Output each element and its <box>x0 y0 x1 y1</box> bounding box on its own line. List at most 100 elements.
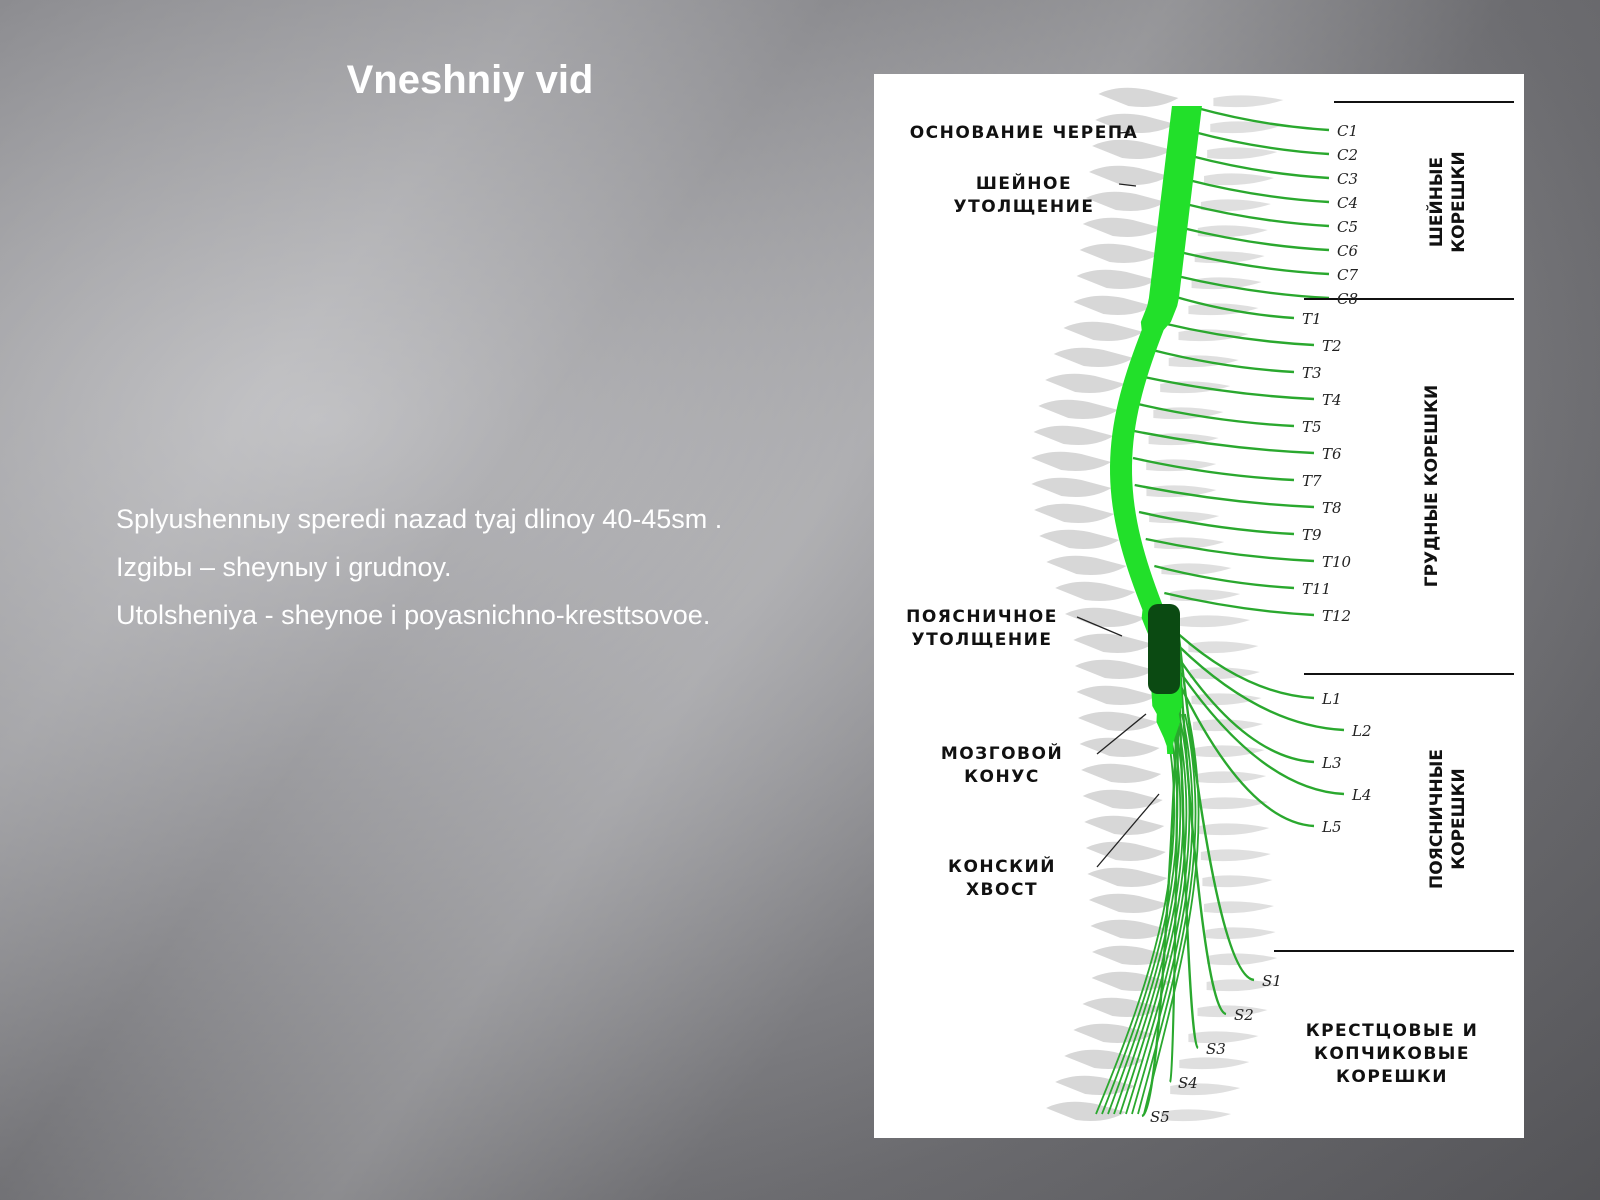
nerve-root <box>1161 321 1315 347</box>
leader-line <box>1076 616 1123 637</box>
vertebra-body <box>1039 529 1120 549</box>
region-label: ПОЯСНИЧНОЕ <box>906 607 1058 627</box>
root-label: S5 <box>1150 1108 1170 1126</box>
vertebra-process <box>1204 173 1275 186</box>
slide-title: Vneshniy vid <box>346 58 594 102</box>
root-label: T2 <box>1322 337 1342 355</box>
section-label: КОРЕШКИ <box>1449 151 1469 253</box>
spinal-cord-group <box>1110 106 1202 754</box>
vertebra-body <box>1085 191 1166 211</box>
leader-line <box>1118 183 1137 187</box>
vertebra-body <box>1079 737 1160 757</box>
cauda-strand <box>1107 713 1182 1115</box>
nerve-root <box>1137 402 1295 428</box>
vertebra-body <box>1038 399 1119 419</box>
bullet-list: Splyushennыy speredi nazad tyaj dlinoy 4… <box>116 498 756 642</box>
root-label: T12 <box>1322 607 1351 625</box>
bullet-item: Splyushennыy speredi nazad tyaj dlinoy 4… <box>116 504 723 534</box>
vertebra-body <box>1073 295 1154 315</box>
leader-line <box>1096 793 1160 868</box>
vertebra-body <box>1095 113 1176 133</box>
root-label: T5 <box>1302 418 1322 436</box>
root-label: T10 <box>1322 553 1352 571</box>
section-label: ШЕЙНЫЕ <box>1425 157 1447 247</box>
nerve-root <box>1132 456 1295 482</box>
nerve-root <box>1177 681 1315 828</box>
nerve-root <box>1188 178 1330 204</box>
vertebra-process <box>1170 589 1241 602</box>
cauda-strand <box>1095 713 1176 1115</box>
nerve-root <box>1133 429 1315 455</box>
vertebra-process <box>1207 147 1278 160</box>
root-label: C5 <box>1337 218 1358 236</box>
section-label: ПОЯСНИЧНЫЕ <box>1427 749 1447 889</box>
nerve-root <box>1185 202 1330 228</box>
vertebra-body <box>1087 867 1168 887</box>
vertebra-process <box>1188 641 1259 654</box>
section-label: КОРЕШКИ <box>1336 1067 1448 1087</box>
region-label: УТОЛЩЕНИЕ <box>912 630 1053 650</box>
vertebra-process <box>1178 329 1249 342</box>
cauda-strand <box>1101 713 1179 1115</box>
root-label: L1 <box>1321 690 1342 708</box>
vertebra-body <box>1078 711 1159 731</box>
root-label: T4 <box>1322 391 1342 409</box>
vertebra-body <box>1079 243 1160 263</box>
vertebra-body <box>1063 321 1144 341</box>
vertebra-body <box>1053 347 1134 367</box>
root-label: T11 <box>1302 580 1331 598</box>
leader-line <box>1096 713 1147 755</box>
nerve-root <box>1193 130 1330 156</box>
vertebra-process <box>1179 1057 1250 1070</box>
vertebra-process <box>1154 537 1225 550</box>
cauda-strand <box>1131 713 1194 1115</box>
root-label: C3 <box>1337 170 1358 188</box>
vertebra-body <box>1031 451 1112 471</box>
vertebra-process <box>1205 927 1276 940</box>
vertebra-body <box>1082 789 1163 809</box>
section-dividers <box>1076 101 1514 952</box>
nerve-root <box>1154 564 1295 590</box>
root-label: C2 <box>1337 146 1358 164</box>
nerve-root <box>1177 657 1315 764</box>
vertebra-body <box>1033 425 1114 445</box>
vertebra-body <box>1064 1049 1145 1069</box>
nerve-root <box>1138 510 1295 536</box>
bullet-item: Izgibы – sheynыy i grudnoy. <box>116 552 452 582</box>
leader-line <box>1118 131 1131 134</box>
vertebra-process <box>1207 953 1278 966</box>
vertebra-body <box>1034 503 1115 523</box>
vertebra-body <box>1076 685 1157 705</box>
vertebra-process <box>1149 511 1220 524</box>
nerve-root <box>1182 226 1330 252</box>
vertebra-body <box>1065 607 1146 627</box>
root-label: L4 <box>1351 786 1372 804</box>
vertebra-process <box>1197 1005 1268 1018</box>
root-label: S3 <box>1206 1040 1226 1058</box>
section-label: КОРЕШКИ <box>1449 768 1469 870</box>
root-label: L3 <box>1321 754 1342 772</box>
vertebra-process <box>1193 719 1264 732</box>
vertebra-body <box>1092 139 1173 159</box>
nerve-root <box>1177 645 1345 732</box>
root-label: T3 <box>1302 364 1322 382</box>
root-label: C6 <box>1337 242 1358 260</box>
region-label: МОЗГОВОЙ <box>941 742 1063 764</box>
nerve-root <box>1190 154 1330 180</box>
vertebra-body <box>1082 997 1163 1017</box>
vertebra-process <box>1200 849 1271 862</box>
vertebra-process <box>1197 797 1268 810</box>
vertebra-body <box>1031 477 1112 497</box>
nerve-root <box>1176 274 1330 300</box>
vertebra-body <box>1055 1075 1136 1095</box>
vertebra-body <box>1085 841 1166 861</box>
region-label: КОНСКИЙ <box>948 855 1056 877</box>
vertebra-process <box>1146 485 1217 498</box>
spinal-cord-svg: C1C2C3C4C5C6C7C8T1T2T3T4T5T6T7T8T9T10T11… <box>906 87 1514 1126</box>
cauda-strand <box>1125 713 1191 1115</box>
vertebra-body <box>1076 269 1157 289</box>
cauda-strand <box>1119 713 1188 1115</box>
vertebra-process <box>1197 225 1268 238</box>
vertebra-body <box>1074 659 1155 679</box>
